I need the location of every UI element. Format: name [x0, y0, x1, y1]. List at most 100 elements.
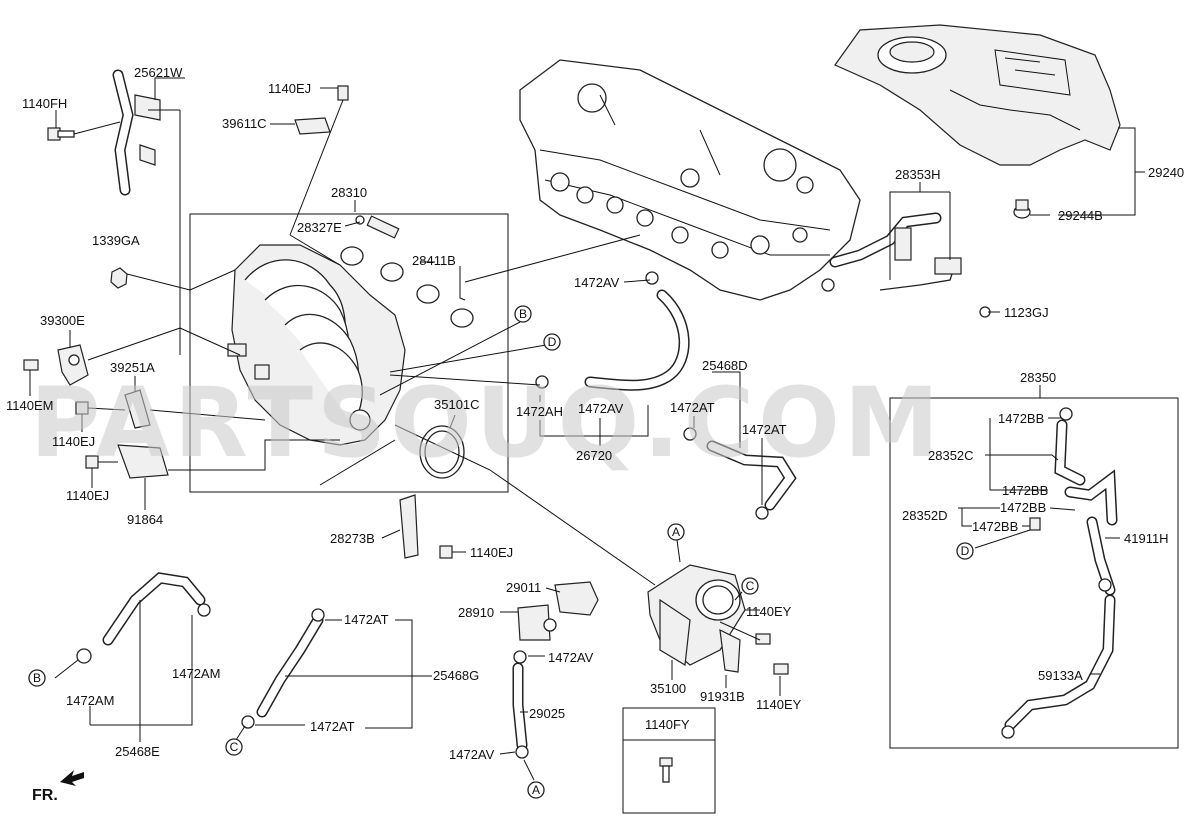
- label-1140EY-a[interactable]: 1140EY: [746, 604, 792, 619]
- bolt-1140FY: [659, 757, 673, 783]
- label-28910[interactable]: 28910: [458, 605, 494, 620]
- label-35101C[interactable]: 35101C: [434, 397, 480, 412]
- bolt-1140EY-b: [773, 663, 789, 675]
- label-1140EJ-mid[interactable]: 1140EJ: [52, 434, 95, 449]
- hose-28352C: [1054, 407, 1086, 486]
- label-29240[interactable]: 29240: [1148, 165, 1184, 180]
- front-indicator-label: FR.: [32, 787, 58, 804]
- label-1472AT-b[interactable]: 1472AT: [742, 422, 787, 437]
- callout-B-right[interactable]: B: [514, 305, 532, 323]
- svg-text:C: C: [746, 579, 755, 593]
- label-1140EJ-low[interactable]: 1140EJ: [66, 488, 109, 503]
- hose-29025: [512, 650, 529, 759]
- label-29244B[interactable]: 29244B: [1058, 208, 1103, 223]
- label-1472BB-1[interactable]: 1472BB: [998, 411, 1044, 426]
- label-1140EM[interactable]: 1140EM: [6, 398, 53, 413]
- svg-text:B: B: [33, 671, 41, 685]
- bolt-1140EM: [23, 359, 39, 371]
- label-29025[interactable]: 29025: [529, 706, 565, 721]
- bolt-1140EY-a: [755, 633, 771, 645]
- sensor-28327E: [355, 215, 400, 239]
- gasket-35101C: [419, 425, 465, 479]
- label-25468D[interactable]: 25468D: [702, 358, 748, 373]
- bracket-29011: [554, 581, 599, 616]
- label-1472BB-3[interactable]: 1472BB: [1000, 500, 1046, 515]
- label-39251A[interactable]: 39251A: [110, 360, 155, 375]
- intake-manifold-illustration: [227, 244, 406, 446]
- label-1472AV-low[interactable]: 1472AV: [548, 650, 594, 665]
- callout-markers: A A B B C C D D: [28, 305, 974, 799]
- label-1472AV-bottom[interactable]: 1472AV: [449, 747, 495, 762]
- callout-C-right[interactable]: C: [741, 577, 759, 595]
- label-28352D[interactable]: 28352D: [902, 508, 948, 523]
- label-1472AH[interactable]: 1472AH: [516, 404, 563, 419]
- grommet-29244B: [1013, 199, 1031, 219]
- svg-text:B: B: [519, 307, 527, 321]
- hose-25468G: [241, 608, 325, 729]
- label-25468G[interactable]: 25468G: [433, 668, 479, 683]
- callout-D-right[interactable]: D: [543, 333, 561, 351]
- label-28352C[interactable]: 28352C: [928, 448, 974, 463]
- label-1123GJ[interactable]: 1123GJ: [1004, 305, 1049, 320]
- bolt-1140FY-frame: [622, 707, 716, 814]
- label-25468E[interactable]: 25468E: [115, 744, 160, 759]
- hose-kit-frame-28350: [889, 397, 1179, 749]
- label-1472AT-d[interactable]: 1472AT: [310, 719, 355, 734]
- label-1140FH[interactable]: 1140FH: [22, 96, 67, 111]
- label-28327E[interactable]: 28327E: [297, 220, 342, 235]
- sensor-39300E: [57, 344, 89, 386]
- label-1472AV-top[interactable]: 1472AV: [574, 275, 620, 290]
- label-1472AM-a[interactable]: 1472AM: [172, 666, 220, 681]
- front-indicator: FR.: [32, 770, 84, 804]
- throttle-body-35100: [647, 564, 746, 673]
- label-1472AV-mid[interactable]: 1472AV: [578, 401, 624, 416]
- label-25621W[interactable]: 25621W: [134, 65, 183, 80]
- label-28353H[interactable]: 28353H: [895, 167, 941, 182]
- svg-text:C: C: [230, 740, 239, 754]
- label-28411B[interactable]: 28411B: [412, 253, 456, 268]
- label-59133A[interactable]: 59133A: [1038, 668, 1083, 683]
- hose-28352D: [1064, 469, 1118, 526]
- gasket-28411B: [340, 246, 474, 328]
- pipe-25621W: [112, 69, 161, 196]
- label-28350[interactable]: 28350: [1020, 370, 1056, 385]
- part-labels: 25621W 1140FH 1140EJ 39611C 28310 28327E…: [6, 65, 1184, 762]
- label-91931B[interactable]: 91931B: [700, 689, 745, 704]
- label-1472BB-4[interactable]: 1472BB: [972, 519, 1018, 534]
- label-1472AT-a[interactable]: 1472AT: [670, 400, 715, 415]
- label-29011[interactable]: 29011: [506, 580, 541, 595]
- label-1339GA[interactable]: 1339GA: [92, 233, 140, 248]
- label-1472AT-c[interactable]: 1472AT: [344, 612, 389, 627]
- label-28310[interactable]: 28310: [331, 185, 367, 200]
- svg-text:A: A: [532, 783, 540, 797]
- valve-28910: [517, 604, 557, 641]
- front-arrow-icon: [60, 770, 84, 786]
- hose-25468D: [683, 427, 797, 520]
- svg-text:D: D: [548, 335, 557, 349]
- hose-25468E: [76, 572, 211, 664]
- label-35100[interactable]: 35100: [650, 681, 686, 696]
- label-39300E[interactable]: 39300E: [40, 313, 85, 328]
- callout-B-left[interactable]: B: [28, 669, 46, 687]
- bracket-39611C: [294, 117, 331, 135]
- callout-A-bottom[interactable]: A: [527, 781, 545, 799]
- manifold-assembly-frame: [189, 213, 509, 493]
- bolt-1140EJ-bracket: [439, 545, 453, 559]
- svg-text:D: D: [961, 544, 970, 558]
- callout-D-left[interactable]: D: [956, 542, 974, 560]
- label-1472AM-b[interactable]: 1472AM: [66, 693, 114, 708]
- label-26720[interactable]: 26720: [576, 448, 612, 463]
- label-1140EJ-top[interactable]: 1140EJ: [268, 81, 311, 96]
- label-1140EY-b[interactable]: 1140EY: [756, 697, 802, 712]
- label-41911H[interactable]: 41911H: [1124, 531, 1169, 546]
- label-1140FY[interactable]: 1140FY: [645, 717, 690, 732]
- label-28273B[interactable]: 28273B: [330, 531, 375, 546]
- callout-C-left[interactable]: C: [225, 738, 243, 756]
- label-1472BB-2[interactable]: 1472BB: [1002, 483, 1048, 498]
- callout-A-top[interactable]: A: [667, 523, 685, 541]
- label-39611C[interactable]: 39611C: [222, 116, 267, 131]
- engine-cover-illustration: [834, 24, 1121, 166]
- label-1140EJ-bracket[interactable]: 1140EJ: [470, 545, 513, 560]
- label-91864[interactable]: 91864: [127, 512, 163, 527]
